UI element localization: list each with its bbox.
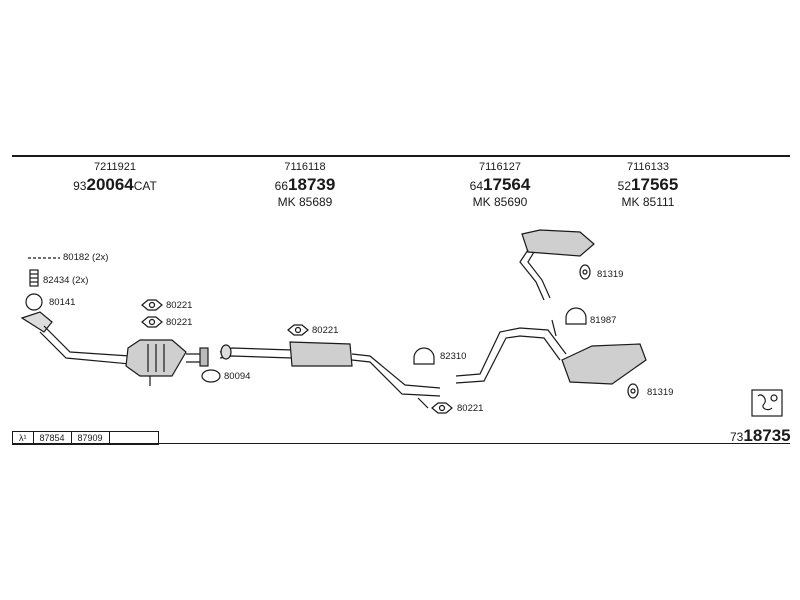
- flange-gasket-icon: [141, 316, 163, 328]
- footer-cell: [110, 432, 158, 444]
- top-rule: [12, 155, 790, 157]
- part-label: 80221: [457, 403, 484, 414]
- flange-gasket-icon: [141, 299, 163, 311]
- front-pipe-silencer: [219, 341, 441, 409]
- header-column-rear-silencer: 7116133 5217565 MK 85111: [603, 161, 693, 209]
- part-ref: 7116127: [478, 161, 521, 173]
- gasket-ring-icon: [201, 369, 221, 383]
- part-label: 80221: [312, 325, 339, 336]
- header-column-front-pipe: 7116118 6618739 MK 85689: [260, 161, 350, 209]
- part-label: 80094: [224, 371, 251, 382]
- part-ref: 7211921: [93, 161, 136, 173]
- part-number: 5217565: [617, 175, 679, 194]
- footer-cell: 87909: [72, 432, 110, 444]
- footer-table: λ¹ 87854 87909: [12, 431, 159, 445]
- part-label: 80221: [166, 300, 193, 311]
- mounting-kit: MK 85111: [621, 195, 675, 209]
- lambda-sensor-cell: λ¹: [13, 432, 34, 444]
- gasket-ring-icon: [25, 293, 43, 311]
- catalytic-converter-assembly: [20, 311, 209, 386]
- footer-cell: 87854: [34, 432, 72, 444]
- header-column-catalyst: 7211921 9320064CAT: [70, 162, 160, 196]
- part-label: 80182 (2x): [63, 252, 109, 263]
- mounting-kit: MK 85689: [277, 195, 333, 209]
- flange-gasket-icon: [287, 324, 309, 336]
- part-label: 80141: [49, 297, 76, 308]
- mounting-kit: MK 85690: [472, 195, 528, 209]
- part-label: 82310: [440, 351, 467, 362]
- part-number: 6417564: [469, 175, 531, 194]
- mounting-kit-icon: [751, 389, 783, 417]
- part-number: 6618739: [274, 175, 336, 194]
- part-label: 81987: [590, 315, 617, 326]
- bottom-rule: [12, 443, 790, 444]
- part-number: 9320064CAT: [73, 175, 157, 194]
- kit-number: 7318735: [730, 426, 791, 445]
- tail-pipe: [519, 229, 595, 301]
- flange-gasket-icon: [431, 402, 453, 414]
- rear-pipe-silencer: [455, 319, 647, 385]
- part-label: 81319: [647, 387, 674, 398]
- part-ref: 7116133: [626, 161, 669, 173]
- pipe-clamp-icon: [413, 347, 435, 365]
- part-label: 81319: [597, 269, 624, 280]
- part-label: 80221: [166, 317, 193, 328]
- part-ref: 7116118: [284, 161, 326, 173]
- part-label: 82434 (2x): [43, 275, 89, 286]
- rubber-hanger-icon: [579, 264, 591, 280]
- spring-icon: [29, 269, 39, 287]
- pipe-clamp-icon: [565, 307, 587, 325]
- header-column-middle-silencer: 7116127 6417564 MK 85690: [455, 161, 545, 209]
- rubber-hanger-icon: [627, 383, 639, 399]
